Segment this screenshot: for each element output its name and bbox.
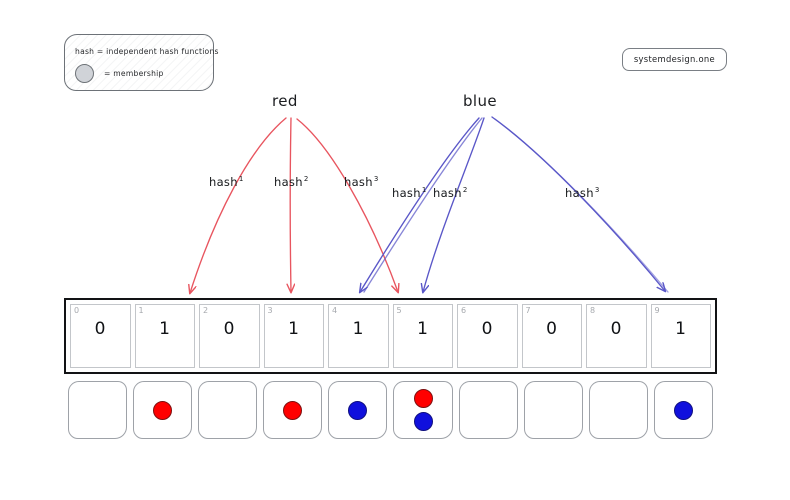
bit-index-label: 7 [525, 306, 531, 315]
membership-slot[interactable] [653, 381, 713, 439]
bit-index-label: 8 [590, 306, 596, 315]
red-arrow-2 [290, 117, 291, 292]
hash-label-red-3: hash3 [344, 175, 379, 189]
hash-label-blue-1: hash1 [392, 186, 427, 200]
legend-hash-text: hash = independent hash functions [75, 47, 219, 56]
bit-index-label: 5 [396, 306, 402, 315]
membership-slot[interactable] [68, 381, 128, 439]
membership-row [68, 381, 713, 439]
hash-label-text: hash [274, 175, 303, 189]
bit-value: 0 [94, 319, 106, 339]
red-arrow-1 [190, 117, 287, 293]
blue-arrow-3a [491, 116, 665, 291]
hash-label-blue-3: hash3 [565, 186, 600, 200]
membership-slot[interactable] [133, 381, 193, 439]
hash-label-text: hash [344, 175, 373, 189]
hash-label-red-2: hash2 [274, 175, 309, 189]
hash-label-text: hash [565, 186, 594, 200]
legend-row-hash: hash = independent hash functions [75, 47, 219, 56]
blue-arrow-3b [494, 118, 669, 293]
hash-label-superscript: 2 [303, 175, 309, 184]
bit-index-label: 1 [138, 306, 144, 315]
hash-label-text: hash [392, 186, 421, 200]
hash-label-superscript: 3 [594, 186, 600, 195]
bit-value: 1 [159, 319, 171, 339]
brand-badge[interactable]: systemdesign.one [621, 48, 727, 71]
bit-value: 1 [417, 319, 429, 339]
bit-value: 0 [481, 319, 493, 339]
bit-index-label: 0 [74, 306, 80, 315]
bit-index-label: 3 [267, 306, 273, 315]
bit-index-label: 9 [654, 306, 660, 315]
membership-slot[interactable] [393, 381, 453, 439]
hash-label-text: hash [433, 186, 462, 200]
bit-value: 1 [288, 319, 300, 339]
red-dot-icon [153, 400, 173, 420]
blue-arrow-1a [360, 117, 480, 292]
bit-value: 0 [610, 319, 622, 339]
bit-index-label: 4 [332, 306, 338, 315]
membership-circle-icon [75, 64, 94, 83]
node-label-blue: blue [463, 92, 498, 110]
red-arrow-3 [296, 118, 398, 292]
hash-label-superscript: 3 [373, 175, 379, 184]
blue-arrow-2 [423, 117, 485, 292]
membership-slot[interactable] [523, 381, 583, 439]
blue-arrow-1b [363, 117, 483, 293]
node-label-red: red [272, 92, 298, 110]
hash-label-superscript: 1 [238, 175, 244, 184]
blue-dot-icon [673, 400, 693, 420]
red-arrow-group [190, 117, 398, 293]
hash-label-superscript: 1 [421, 186, 427, 195]
hash-label-blue-2: hash2 [433, 186, 468, 200]
blue-arrow-group [360, 116, 669, 293]
bit-value: 0 [223, 319, 235, 339]
hash-label-red-1: hash1 [209, 175, 244, 189]
membership-slot[interactable] [588, 381, 648, 439]
membership-slot[interactable] [458, 381, 518, 439]
bit-value: 1 [675, 319, 687, 339]
hash-label-text: hash [209, 175, 238, 189]
legend-row-membership: = membership [75, 64, 164, 83]
membership-slot[interactable] [198, 381, 258, 439]
blue-dot-icon [348, 400, 368, 420]
membership-slot[interactable] [328, 381, 388, 439]
bit-value: 1 [352, 319, 364, 339]
hash-label-superscript: 2 [462, 186, 468, 195]
red-dot-icon [413, 389, 433, 408]
legend-box: hash = independent hash functions = memb… [64, 34, 218, 91]
bit-value: 0 [546, 319, 558, 339]
legend-membership-text: = membership [104, 69, 164, 78]
membership-slot[interactable] [263, 381, 323, 439]
bit-index-label: 6 [461, 306, 467, 315]
red-dot-icon [283, 400, 303, 420]
blue-dot-icon [413, 412, 433, 431]
bit-index-label: 2 [203, 306, 209, 315]
